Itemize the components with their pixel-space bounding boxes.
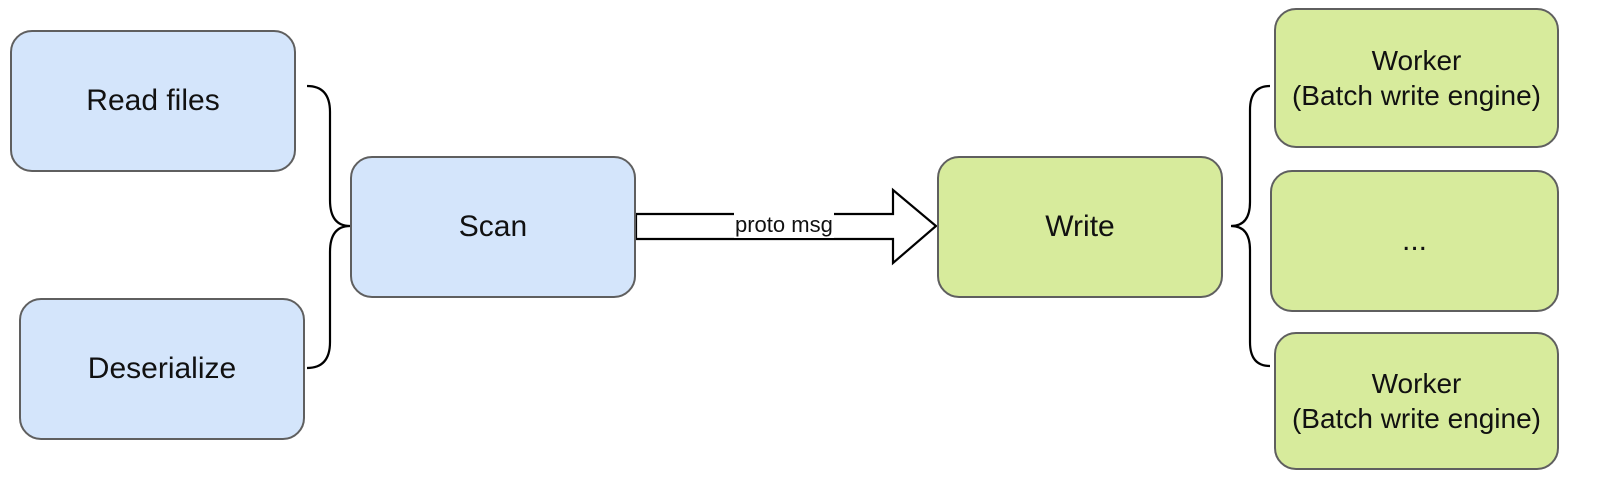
write-node: Write (937, 156, 1223, 298)
worker-1-label: Worker (Batch write engine) (1291, 45, 1541, 111)
worker-ellipsis-label: ... (1401, 224, 1427, 258)
right-brace (1230, 84, 1271, 368)
read-files-label: Read files (86, 84, 220, 118)
worker-ellipsis-node: ... (1270, 170, 1559, 312)
deserialize-label: Deserialize (87, 352, 237, 386)
proto-msg-label: proto msg (734, 212, 834, 238)
read-files-node: Read files (10, 30, 296, 172)
left-brace (306, 84, 351, 370)
scan-node: Scan (350, 156, 636, 298)
deserialize-node: Deserialize (19, 298, 305, 440)
worker-node-2: Worker (Batch write engine) (1274, 332, 1559, 470)
worker-node-1: Worker (Batch write engine) (1274, 8, 1559, 148)
worker-2-label: Worker (Batch write engine) (1291, 368, 1541, 434)
write-label: Write (1045, 210, 1115, 244)
scan-label: Scan (458, 210, 528, 244)
